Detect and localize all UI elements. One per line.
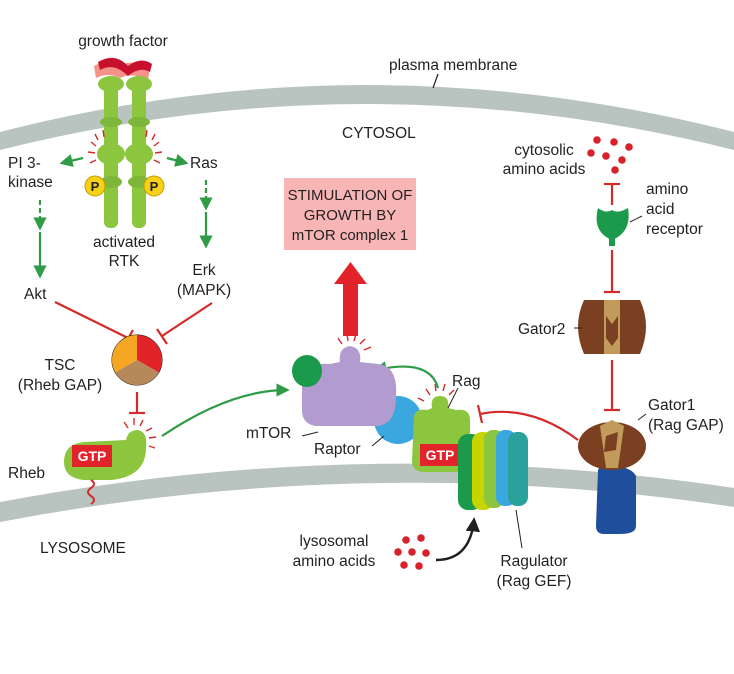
ragulator-label-1: Ragulator — [500, 553, 567, 570]
growth-factor-label: growth factor — [78, 33, 168, 50]
activated-rtk-label-1: activated — [93, 234, 155, 251]
rtk-receptor-icon — [97, 76, 153, 228]
amino-acid-receptor-icon — [596, 208, 629, 246]
tsc-label-1: TSC — [45, 357, 76, 374]
lysosomal-aa-label-1: lysosomal — [300, 533, 369, 550]
ragulator-label-2: (Rag GEF) — [497, 573, 572, 590]
amino-acid-import-arrow — [435, 517, 481, 562]
activation-arrows — [33, 153, 440, 437]
erk-label-2: (MAPK) — [177, 282, 231, 299]
growth-factor-icon — [94, 57, 152, 80]
gator1-label-2: (Rag GAP) — [648, 417, 724, 434]
activated-rtk-label-2: RTK — [109, 253, 140, 270]
rtk-activation-rays — [87, 129, 163, 164]
akt-label: Akt — [24, 286, 47, 303]
ras-label: Ras — [190, 155, 218, 172]
aa-receptor-label-1: amino — [646, 181, 688, 198]
lysosome-membrane — [0, 463, 734, 522]
aa-receptor-label-3: receptor — [646, 221, 703, 238]
cytosol-label: CYTOSOL — [342, 125, 416, 142]
gator2-icon — [578, 300, 646, 354]
phosphate-left-icon: P — [84, 175, 106, 197]
mtor-label: mTOR — [246, 425, 291, 442]
svg-text:P: P — [91, 179, 100, 194]
pi3-kinase-label-2: kinase — [8, 174, 53, 191]
ragulator-icon — [458, 430, 528, 510]
cytosolic-aa-label-1: cytosolic — [514, 142, 574, 159]
rag-label: Rag — [452, 373, 480, 390]
rag-activation-rays — [417, 383, 455, 402]
svg-text:P: P — [150, 179, 159, 194]
gator1-label-1: Gator1 — [648, 397, 695, 414]
mtor-complex-icon — [292, 346, 422, 444]
pi3-kinase-label-1: PI 3- — [8, 155, 41, 172]
plasma-membrane — [0, 85, 734, 150]
raptor-label: Raptor — [314, 441, 361, 458]
erk-label-1: Erk — [192, 262, 216, 279]
cytosolic-aa-label-2: amino acids — [503, 161, 586, 178]
leader-lines — [301, 387, 523, 549]
cytosolic-amino-acids-icon — [587, 136, 633, 174]
tsc-label-2: (Rheb GAP) — [18, 377, 102, 394]
gator2-label: Gator2 — [518, 321, 565, 338]
rheb-activation-rays — [123, 418, 157, 449]
svg-text:GTP: GTP — [426, 447, 455, 463]
rag-gtp-badge: GTP — [420, 444, 460, 466]
gator1-icon — [578, 420, 646, 534]
aa-receptor-label-2: acid — [646, 201, 674, 218]
phosphate-right-icon: P — [143, 175, 165, 197]
stimulation-arrow — [334, 262, 367, 336]
lysosomal-amino-acids-icon — [394, 534, 430, 570]
inhibition-lines — [54, 182, 620, 441]
rheb-label: Rheb — [8, 465, 45, 482]
stimulation-line-1: STIMULATION OF — [288, 187, 413, 204]
tsc-complex-icon — [111, 334, 163, 386]
lysosome-label: LYSOSOME — [40, 540, 126, 557]
svg-text:GTP: GTP — [78, 448, 107, 464]
rheb-gtp-badge: GTP — [72, 445, 112, 467]
mtor-activation-rays — [337, 333, 372, 351]
plasma-membrane-label: plasma membrane — [389, 57, 517, 74]
stimulation-line-2: GROWTH BY — [304, 207, 397, 224]
lysosomal-aa-label-2: amino acids — [293, 553, 376, 570]
stimulation-box — [284, 178, 416, 250]
stimulation-line-3: mTOR complex 1 — [292, 227, 408, 244]
